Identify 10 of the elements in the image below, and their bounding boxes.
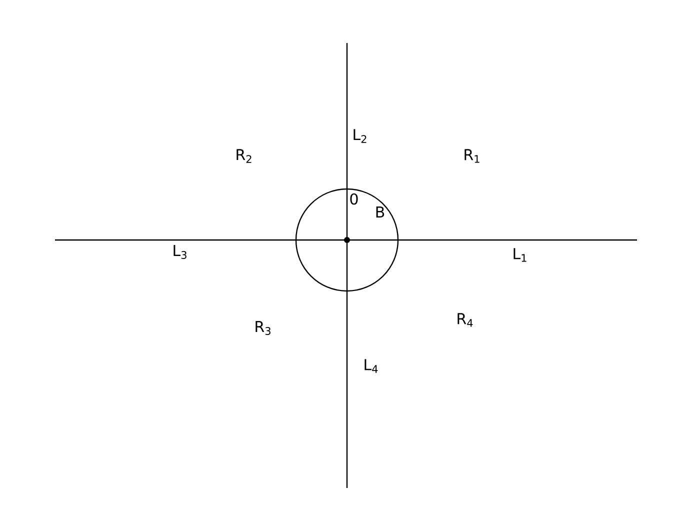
region-label: L$_{2}$ [354,129,366,143]
region-label: R$_{1}$ [464,149,480,163]
region-label: 0 [350,193,358,205]
region-label: L$_{1}$ [514,248,526,262]
region-label: R$_{3}$ [256,321,270,335]
region-label: L$_{3}$ [174,245,186,259]
region-label: R$_{2}$ [236,149,252,163]
region-label: L$_{4}$ [364,359,378,373]
region-label: R$_{4}$ [458,313,473,327]
region-label: B [376,206,384,218]
